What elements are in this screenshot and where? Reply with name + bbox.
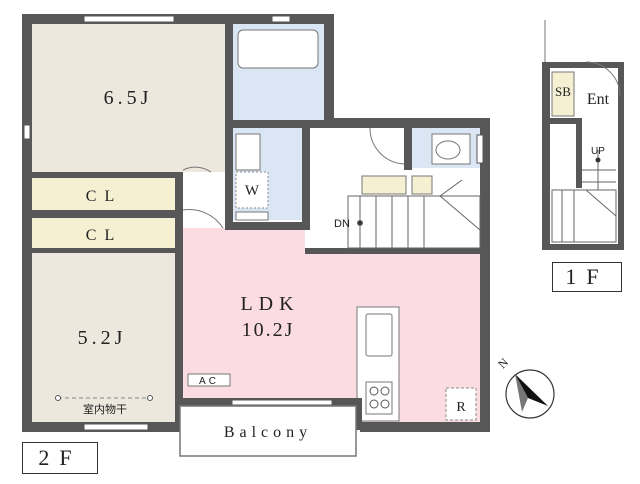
stair-label-down: DN [334,218,350,230]
sink [365,313,393,357]
fridge-space [445,387,477,421]
hall-shelf [361,175,407,195]
closet-bottom-floor [32,218,175,248]
ac-box [187,373,231,387]
compass-north-label: N [495,355,511,371]
toilet [431,133,471,165]
room-label-entrance: Ent [587,91,610,108]
bedroom-bottom-floor [32,252,175,422]
first-floor-stairs [551,189,617,243]
bedroom-top-floor [32,24,225,172]
washbasin [235,133,261,171]
room-label-ldk-size: 10.2J [242,319,295,341]
room-label-indoor-dry: 室内物干 [83,402,127,416]
stair-label-up: UP [591,146,605,157]
room-label-shoebox: SB [555,84,571,99]
walls [22,14,490,432]
bathtub [237,29,319,69]
door-swings [182,127,405,229]
closet-top-floor [32,178,175,210]
washroom-storage [235,211,269,221]
ldk-floor [183,228,480,422]
compass-icon [505,369,555,419]
stove [365,381,393,415]
room-label-fridge: R [456,400,466,415]
balcony [179,405,357,457]
room-label-ldk-name: LDK [240,293,299,315]
floor-tag-2f: 2F [22,442,98,474]
washer-space [235,171,269,209]
room-label-bedroom-bottom: 5.2J [78,327,127,349]
windows [23,15,484,431]
room-label-washroom: W [245,183,260,199]
shoebox [551,71,575,117]
floor-tag-1f: 1F [552,262,622,292]
room-label-bedroom-top: 6.5J [104,87,153,109]
room-label-closet-bottom: CL [86,227,122,244]
hall-shelf-2 [411,175,433,195]
room-label-closet-top: CL [86,188,122,205]
room-label-balcony: Balcony [224,424,312,441]
room-label-ac: AC [199,376,219,387]
stairs-2f [347,179,481,249]
first-floor-plan [542,20,624,250]
